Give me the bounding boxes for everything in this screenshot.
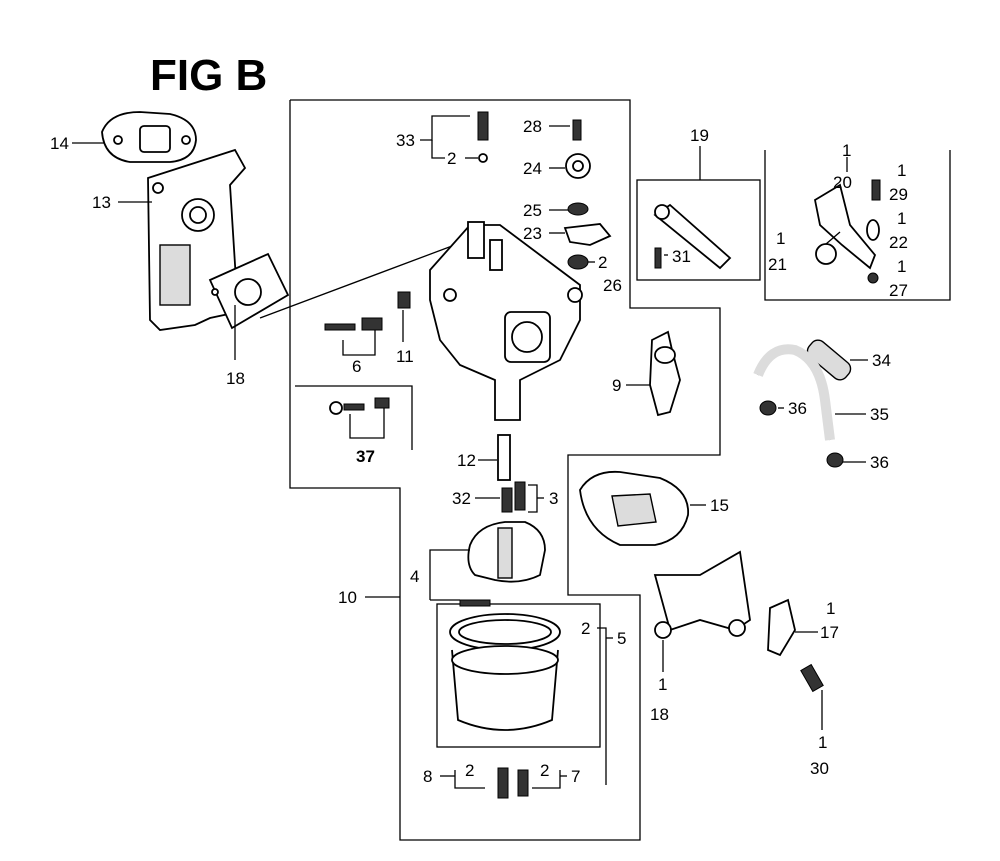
label-32: 32 xyxy=(452,489,471,508)
label-37: 37 xyxy=(356,447,375,466)
bowl-group-outline xyxy=(436,603,601,748)
screw-30 xyxy=(800,663,824,693)
label-11: 11 xyxy=(396,347,414,366)
float-bowl-5 xyxy=(449,599,561,731)
label-14: 14 xyxy=(50,134,69,153)
label-21: 21 xyxy=(768,255,787,274)
carburetor-group-outline xyxy=(289,99,721,841)
hose-34 xyxy=(806,339,852,381)
insulator-gasket-14 xyxy=(101,111,197,163)
jet-3 xyxy=(514,481,526,511)
label-31: 31 xyxy=(672,247,691,266)
needle-12 xyxy=(497,434,511,481)
label-9: 9 xyxy=(612,376,621,395)
label-1-17: 1 xyxy=(826,599,835,618)
label-15: 15 xyxy=(710,496,729,515)
clip-36-upper xyxy=(759,400,777,416)
part-23 xyxy=(563,223,612,246)
fuel-hose-35 xyxy=(753,344,835,441)
label-25: 25 xyxy=(523,201,542,220)
cap-24 xyxy=(565,153,591,179)
box-19-outline xyxy=(636,179,761,281)
choke-rod-19 xyxy=(653,203,732,270)
label-36-upper: 36 xyxy=(788,399,807,418)
label-2-8: 2 xyxy=(465,761,474,780)
label-1-18: 1 xyxy=(658,675,667,694)
label-1-30: 1 xyxy=(818,733,827,752)
label-13: 13 xyxy=(92,193,111,212)
screw-33 xyxy=(477,111,489,163)
callout-labels: 14 13 18 33 2 28 24 25 23 2 26 6 11 37 1… xyxy=(50,117,908,786)
gasket-15 xyxy=(579,470,689,546)
label-30: 30 xyxy=(810,759,829,778)
label-1-27: 1 xyxy=(897,257,906,276)
label-12: 12 xyxy=(457,451,476,470)
float-4 xyxy=(467,521,546,583)
box-20-outline xyxy=(764,150,951,301)
part-17 xyxy=(767,598,796,657)
label-35: 35 xyxy=(870,405,889,424)
choke-lever-20 xyxy=(813,179,881,284)
bracket-18 xyxy=(653,550,751,639)
label-29: 29 xyxy=(889,185,908,204)
screw-28 xyxy=(572,119,582,141)
label-1-20: 1 xyxy=(842,141,851,160)
label-2-7: 2 xyxy=(540,761,549,780)
label-28: 28 xyxy=(523,117,542,136)
leader-lines xyxy=(72,115,868,789)
label-23: 23 xyxy=(523,224,542,243)
jet-32 xyxy=(501,487,513,513)
label-4: 4 xyxy=(410,567,419,586)
label-7: 7 xyxy=(571,767,580,786)
label-10: 10 xyxy=(338,588,357,607)
label-18: 18 xyxy=(650,705,669,724)
label-34: 34 xyxy=(872,351,891,370)
label-2-26: 2 xyxy=(598,253,607,272)
label-36-lower: 36 xyxy=(870,453,889,472)
label-2-bowl: 2 xyxy=(581,619,590,638)
label-1-29: 1 xyxy=(897,161,906,180)
label-19: 19 xyxy=(690,126,709,145)
label-27: 27 xyxy=(889,281,908,300)
screw-7 xyxy=(517,769,529,797)
label-20: 20 xyxy=(833,173,852,192)
label-3: 3 xyxy=(549,489,558,508)
screw-11 xyxy=(397,291,411,309)
label-17: 17 xyxy=(820,623,839,642)
label-1-21: 1 xyxy=(776,229,785,248)
label-24: 24 xyxy=(523,159,542,178)
gasket-16 xyxy=(208,252,290,330)
part-9 xyxy=(649,330,681,417)
spring-25 xyxy=(567,202,589,216)
label-1-22: 1 xyxy=(897,209,906,228)
label-26: 26 xyxy=(603,276,622,295)
spring-26 xyxy=(567,254,589,270)
clip-36-lower xyxy=(826,452,844,468)
label-2-upper: 2 xyxy=(447,149,456,168)
label-5: 5 xyxy=(617,629,626,648)
label-16: 18 xyxy=(226,369,245,388)
carburetor-body xyxy=(429,221,583,421)
label-8: 8 xyxy=(423,767,432,786)
figure-title: FIG B xyxy=(150,51,267,100)
part-37 xyxy=(329,397,390,415)
label-6: 6 xyxy=(352,357,361,376)
label-22: 22 xyxy=(889,233,908,252)
label-33: 33 xyxy=(396,131,415,150)
box-37-outline xyxy=(295,385,413,450)
screw-set-6 xyxy=(324,317,383,331)
bolt-8 xyxy=(497,767,509,799)
